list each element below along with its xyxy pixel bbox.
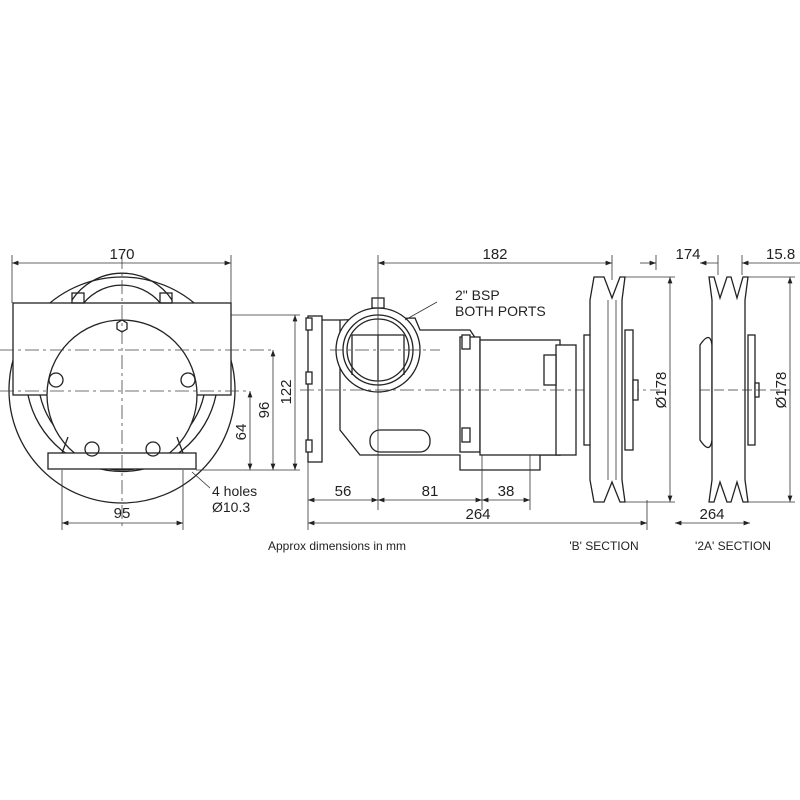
footnote: Approx dimensions in mm xyxy=(268,539,406,553)
holes-note-count: 4 holes xyxy=(212,483,257,499)
holes-note-diameter: Ø10.3 xyxy=(212,499,250,515)
dim-15-8: 15.8 xyxy=(766,246,795,263)
dim-port-to-foot: 81 xyxy=(422,483,439,500)
dim-overall-length: 264 xyxy=(465,506,490,523)
side-view: 2" BSP BOTH PORTS 182 56 81 38 264 xyxy=(300,246,660,530)
dim-flange-to-port: 56 xyxy=(335,483,352,500)
port-note-size: 2" BSP xyxy=(455,287,500,303)
front-view: 170 95 122 96 64 4 holes Ø10.3 xyxy=(0,246,300,530)
dim-hole-spacing: 95 xyxy=(114,505,131,522)
2a-overall-length: 264 xyxy=(699,506,724,523)
dim-port-to-pulley: 182 xyxy=(482,246,507,263)
b-section-label: 'B' SECTION xyxy=(569,539,638,553)
b-diameter: Ø178 xyxy=(653,372,670,409)
section-2a-pulley: 174 15.8 Ø178 264 '2A' SECTION xyxy=(640,246,800,553)
2a-diameter: Ø178 xyxy=(773,372,790,409)
dim-174: 174 xyxy=(675,246,700,263)
2a-section-label: '2A' SECTION xyxy=(695,539,771,553)
dim-height-overall: 122 xyxy=(278,379,295,404)
port-note-both: BOTH PORTS xyxy=(455,303,546,319)
dim-foot-length: 38 xyxy=(498,483,515,500)
dim-width: 170 xyxy=(109,246,134,263)
dim-shaft-height: 64 xyxy=(233,424,250,441)
dim-port-height: 96 xyxy=(256,402,273,419)
section-b-pulley: Ø178 'B' SECTION xyxy=(569,276,675,553)
